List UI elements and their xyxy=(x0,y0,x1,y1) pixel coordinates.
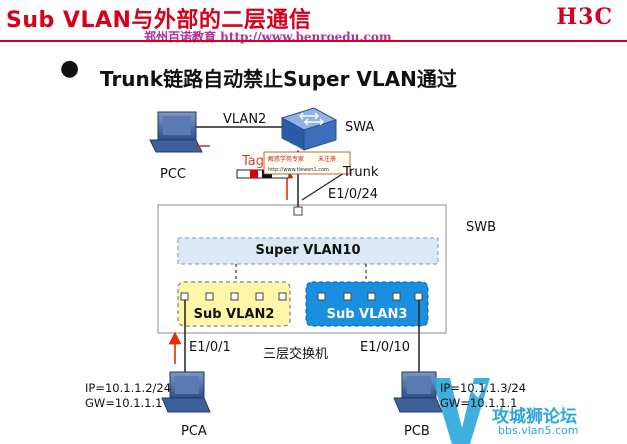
vlan2-link-label: VLAN2 xyxy=(223,112,267,127)
super-vlan-bar xyxy=(177,237,439,265)
svg-text:未注册: 未注册 xyxy=(318,155,336,163)
vlan5-watermark-logo xyxy=(432,378,490,444)
footer-watermark-name: 攻城狮论坛 xyxy=(492,407,577,427)
slide-heading: Trunk链路自动禁止Super VLAN通过 xyxy=(100,67,457,91)
footer-watermark-url: bbs.vlan5.com xyxy=(498,424,579,437)
trunk-port-label: E1/0/24 xyxy=(328,187,379,202)
sub-vlan3-label: Sub VLAN3 xyxy=(326,307,408,322)
pcb-label: PCB xyxy=(404,424,430,439)
bullet-icon: ● xyxy=(60,56,80,81)
port-a-label: E1/0/1 xyxy=(189,340,231,355)
pcc-computer-icon xyxy=(149,111,210,153)
swb-label: SWB xyxy=(466,220,497,235)
pcb-ip-label: IP=10.1.1.3/24 xyxy=(440,381,527,395)
pca-gw-label: GW=10.1.1.1 xyxy=(85,396,163,410)
swa-switch-icon xyxy=(280,107,338,151)
pcb-computer-icon xyxy=(393,371,443,413)
l3-switch-label: 三层交换机 xyxy=(263,347,329,362)
pcb-gw-label: GW=10.1.1.1 xyxy=(440,396,518,410)
tag-label: Tag xyxy=(242,154,265,169)
pca-label: PCA xyxy=(181,424,207,439)
sub-vlan3-ports xyxy=(317,292,423,301)
pca-ip-label: IP=10.1.1.2/24 xyxy=(85,381,172,395)
super-vlan-label: Super VLAN10 xyxy=(255,243,361,258)
slide-title: Sub VLAN与外部的二层通信 xyxy=(6,8,312,33)
title-divider xyxy=(0,40,627,42)
overlay-stamp: 解惑学苑专家 未注册 http://www.tlewen1.com xyxy=(263,151,351,175)
trunk-port xyxy=(293,206,303,216)
h3c-logo: H3C xyxy=(556,4,613,30)
port-b-label: E1/0/10 xyxy=(360,340,411,355)
svg-text:http://www.tlewen1.com: http://www.tlewen1.com xyxy=(268,167,329,173)
pcc-label: PCC xyxy=(160,167,186,182)
pca-computer-icon xyxy=(161,371,211,413)
svg-text:解惑学苑专家: 解惑学苑专家 xyxy=(268,155,304,163)
sub-vlan2-ports xyxy=(180,292,287,301)
swa-label: SWA xyxy=(345,120,375,135)
sub-vlan2-label: Sub VLAN2 xyxy=(193,307,275,322)
trunk-label: Trunk xyxy=(343,165,379,180)
